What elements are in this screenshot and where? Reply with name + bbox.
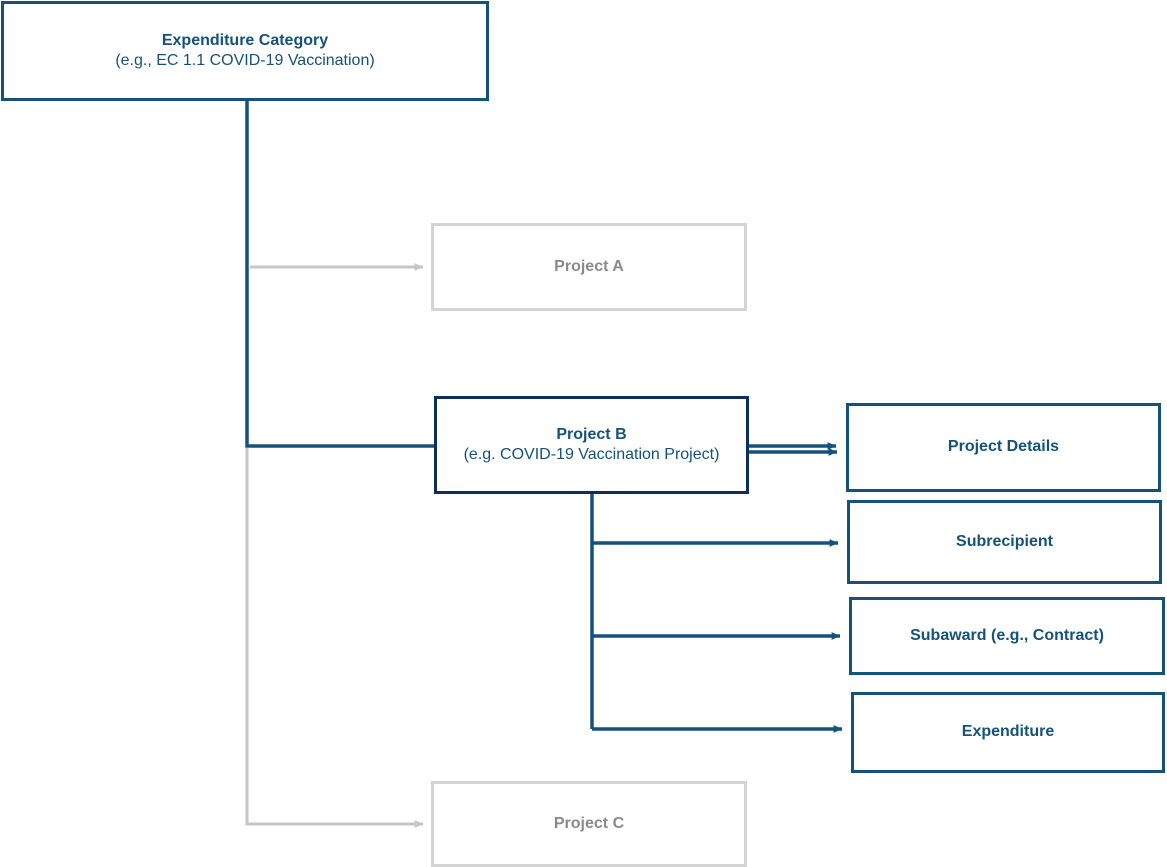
node-subaward-title: Subaward (e.g., Contract) xyxy=(910,626,1104,644)
node-expenditure-category-title: Expenditure Category xyxy=(161,31,329,49)
node-project-a-title: Project A xyxy=(554,257,624,275)
node-expenditure-category-subtitle: (e.g., EC 1.1 COVID-19 Vaccination) xyxy=(115,52,375,69)
node-project-c-title: Project C xyxy=(553,814,625,832)
node-project-details[interactable]: Project Details xyxy=(846,403,1161,492)
node-subrecipient[interactable]: Subrecipient xyxy=(847,500,1162,584)
node-project-b-subtitle: (e.g. COVID-19 Vaccination Project) xyxy=(463,446,720,463)
node-project-a[interactable]: Project A xyxy=(431,223,747,311)
node-project-c[interactable]: Project C xyxy=(431,781,747,867)
node-expenditure-category[interactable]: Expenditure Category (e.g., EC 1.1 COVID… xyxy=(1,1,489,101)
node-subrecipient-title: Subrecipient xyxy=(956,532,1053,550)
node-project-b[interactable]: Project B (e.g. COVID-19 Vaccination Pro… xyxy=(434,396,749,494)
node-expenditure[interactable]: Expenditure xyxy=(851,692,1165,773)
node-project-details-title: Project Details xyxy=(947,438,1060,456)
node-project-b-title: Project B xyxy=(556,425,627,443)
edge-category-to-project-c xyxy=(245,448,424,828)
node-expenditure-title: Expenditure xyxy=(961,723,1055,741)
node-subaward[interactable]: Subaward (e.g., Contract) xyxy=(849,597,1165,675)
